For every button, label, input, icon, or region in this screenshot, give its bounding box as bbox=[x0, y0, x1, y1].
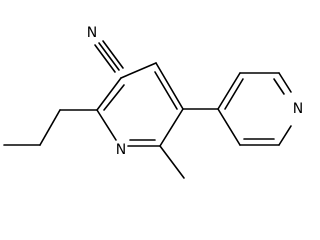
nitrile-triple-bond-left bbox=[94, 44, 116, 73]
pyridyl-bond-3-inner bbox=[273, 78, 285, 95]
ring-bond-c2-c3-inner bbox=[103, 84, 125, 111]
pyridyl-bond-1 bbox=[217, 72, 241, 110]
propyl-chain bbox=[3, 109, 98, 146]
ring-bond-c5-c6 bbox=[159, 108, 184, 147]
central-pyridine-ring: N bbox=[96, 62, 184, 158]
ring-bond-n1-c2 bbox=[96, 109, 117, 141]
nitrile-nitrogen-label: N bbox=[87, 25, 97, 41]
pyridyl-bond-4 bbox=[278, 125, 292, 146]
methyl-bond bbox=[159, 145, 185, 179]
pyridyl-nitrogen-label: N bbox=[293, 101, 303, 117]
nitrile-triple-bond-right bbox=[102, 40, 124, 69]
propyl-bond-2 bbox=[39, 109, 61, 146]
chemical-structure: N N N bbox=[3, 25, 303, 179]
nitrile-triple-bond-center bbox=[98, 42, 120, 71]
nitrile-group: N bbox=[87, 25, 124, 73]
ring-bond-c3-c4 bbox=[120, 62, 157, 79]
pyridyl-bond-6 bbox=[217, 108, 241, 146]
ring-bond-c2-c3 bbox=[96, 77, 122, 111]
pyridyl-bond-1-inner bbox=[224, 78, 244, 110]
pyridyl-bond-3 bbox=[278, 72, 292, 93]
ring-nitrogen-label: N bbox=[116, 142, 126, 158]
pyridyl-ring: N bbox=[217, 72, 303, 146]
ring-bond-c4-c5 bbox=[155, 62, 184, 110]
ring-bond-c4-c5-inner bbox=[154, 71, 178, 110]
